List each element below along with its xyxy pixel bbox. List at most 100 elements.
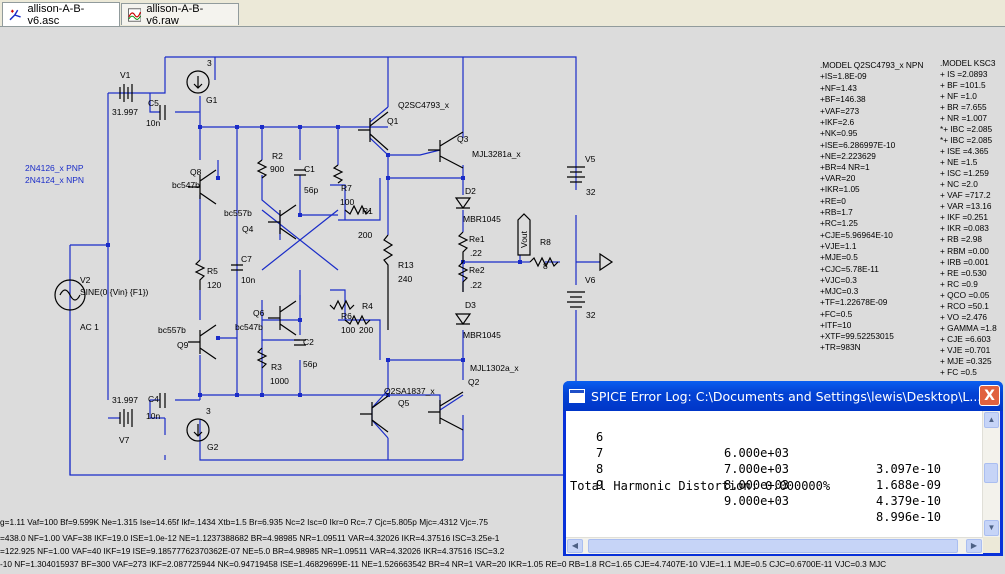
horizontal-scrollbar[interactable]: ◀ ▶ bbox=[566, 537, 983, 554]
model-line: +ISE=6.286997E-10 bbox=[820, 140, 896, 150]
harmonic-number: 7 bbox=[596, 446, 604, 460]
model-line: + RC =0.9 bbox=[940, 279, 978, 289]
harmonic-frequency: 9.000e+03 bbox=[724, 494, 790, 508]
label-r13-val: 240 bbox=[398, 274, 412, 284]
model-line: +RB=1.7 bbox=[820, 207, 853, 217]
model-line: +RE=0 bbox=[820, 196, 846, 206]
label-d3: D3 bbox=[465, 300, 476, 310]
model-line: + VAF =717.2 bbox=[940, 190, 991, 200]
horizontal-scroll-thumb[interactable] bbox=[588, 539, 958, 553]
label-q6-model: bc547b bbox=[235, 322, 263, 332]
model-line: +NK=0.95 bbox=[820, 128, 858, 138]
bottom-model-directives[interactable]: g=1.11 Vaf=100 Bf=9.599K Ne=1.315 Ise=14… bbox=[0, 517, 886, 569]
model-line: +XTF=99.52253015 bbox=[820, 331, 894, 341]
schematic-canvas[interactable]: 3 G1 V1 31.997 C5 10n Q2SC4793_x Q1 Q3 M… bbox=[0, 27, 1005, 574]
thd-line: Total Harmonic Distortion: 0.000000% bbox=[570, 479, 831, 493]
close-button[interactable]: X bbox=[979, 385, 1000, 406]
label-v1: V1 bbox=[120, 70, 131, 80]
model-line: + NR =1.007 bbox=[940, 113, 987, 123]
model-line: +NF=1.43 bbox=[820, 83, 857, 93]
label-v6: V6 bbox=[585, 275, 596, 285]
log-row: 6 6.000e+03 3.097e-10 bbox=[566, 413, 941, 476]
label-r5: R5 bbox=[207, 266, 218, 276]
vertical-scroll-thumb[interactable] bbox=[984, 463, 998, 483]
label-q2-model: MJL1302a_x bbox=[470, 363, 519, 373]
label-q2: Q2 bbox=[468, 377, 480, 387]
label-q4: Q4 bbox=[242, 224, 254, 234]
spice-error-log-window[interactable]: SPICE Error Log: C:\Documents and Settin… bbox=[563, 381, 1003, 556]
model-line: +VAF=273 bbox=[820, 106, 859, 116]
label-c4-val: 10n bbox=[146, 411, 160, 421]
resize-grip-icon[interactable] bbox=[983, 537, 1000, 553]
label-r3-val: 1000 bbox=[270, 376, 289, 386]
model-line: + RCO =50.1 bbox=[940, 301, 989, 311]
model-line: -10 NF=1.304015937 BF=300 VAF=273 IKF=2.… bbox=[0, 559, 886, 569]
label-r1-val: 200 bbox=[358, 230, 372, 240]
log-row: 9 9.000e+03 8.996e-10 bbox=[566, 461, 941, 524]
window-titlebar[interactable]: SPICE Error Log: C:\Documents and Settin… bbox=[563, 381, 1003, 411]
sine-source-v2 bbox=[54, 279, 86, 311]
model-line: +BR=4 NR=1 bbox=[820, 162, 870, 172]
note-npn: 2N4124_x NPN bbox=[25, 175, 84, 185]
model-line: +FC=0.5 bbox=[820, 309, 853, 319]
model-line: +IKR=1.05 bbox=[820, 184, 860, 194]
label-v2-ac: AC 1 bbox=[80, 322, 99, 332]
vertical-scrollbar[interactable]: ▲ ▼ bbox=[982, 411, 1000, 537]
label-g2-val: 3 bbox=[206, 406, 211, 416]
model-line: +VJE=1.1 bbox=[820, 241, 857, 251]
tab-schematic[interactable]: allison-A-B-v6.asc bbox=[2, 2, 120, 27]
label-r4-val: 200 bbox=[359, 325, 373, 335]
label-r3: R3 bbox=[271, 362, 282, 372]
current-source-g1 bbox=[186, 70, 210, 94]
label-v2-val: SINE(0 {Vin} {F1}) bbox=[80, 287, 149, 297]
current-source-g2 bbox=[186, 418, 210, 442]
model-line: =122.925 NF=1.00 VAF=40 IKF=19 ISE=9.185… bbox=[0, 546, 505, 556]
label-re2: Re2 bbox=[469, 265, 485, 275]
window-icon bbox=[569, 389, 585, 403]
model-line: + IS =2.0893 bbox=[940, 69, 988, 79]
harmonic-frequency: 7.000e+03 bbox=[724, 462, 790, 476]
document-tab-bar: allison-A-B-v6.asc allison-A-B-v6.raw bbox=[0, 0, 1005, 27]
model-line: .MODEL Q2SC4793_x NPN bbox=[820, 60, 923, 70]
label-q9-model: bc557b bbox=[158, 325, 186, 335]
label-r6-val: 100 bbox=[341, 325, 355, 335]
tab-label: allison-A-B-v6.asc bbox=[27, 2, 85, 27]
harmonic-number: 9 bbox=[596, 478, 604, 492]
label-q9: Q9 bbox=[177, 340, 189, 350]
model-line: + ISC =1.259 bbox=[940, 168, 989, 178]
label-c5: C5 bbox=[148, 98, 159, 108]
harmonic-frequency: 8.000e+03 bbox=[724, 478, 790, 492]
model-line: + GAMMA =1.8 bbox=[940, 323, 997, 333]
model-line: + NE =1.5 bbox=[940, 157, 978, 167]
schematic-icon bbox=[9, 9, 21, 20]
label-c1: C1 bbox=[304, 164, 315, 174]
harmonic-value: 1.688e-09 bbox=[876, 478, 942, 492]
label-g2: G2 bbox=[207, 442, 219, 452]
tab-waveform[interactable]: allison-A-B-v6.raw bbox=[121, 2, 239, 27]
label-d2: D2 bbox=[465, 186, 476, 196]
wires bbox=[69, 56, 600, 476]
tab-label: allison-A-B-v6.raw bbox=[146, 2, 204, 27]
scroll-up-arrow-icon[interactable]: ▲ bbox=[984, 412, 999, 428]
model-line: *+ IBC =2.085 bbox=[940, 135, 993, 145]
model-line: + IRB =0.001 bbox=[940, 257, 989, 267]
model-line: + VO =2.476 bbox=[940, 312, 987, 322]
label-re1: Re1 bbox=[469, 234, 485, 244]
model-directive-ksc[interactable]: .MODEL KSC3 + IS =2.0893 + BF =101.5 + N… bbox=[940, 58, 997, 377]
label-r1: R1 bbox=[362, 206, 373, 216]
label-d3-model: MBR1045 bbox=[463, 330, 501, 340]
scroll-down-arrow-icon[interactable]: ▼ bbox=[984, 520, 999, 536]
model-line: +ITF=10 bbox=[820, 320, 852, 330]
log-row: 8 8.000e+03 4.379e-10 bbox=[566, 445, 941, 508]
model-line: *+ IBC =2.085 bbox=[940, 124, 993, 134]
label-r7: R7 bbox=[341, 183, 352, 193]
model-line: + RE =0.530 bbox=[940, 268, 987, 278]
label-r6: R6 bbox=[341, 311, 352, 321]
scroll-left-arrow-icon[interactable]: ◀ bbox=[567, 539, 583, 553]
model-directive-q2sc4793[interactable]: .MODEL Q2SC4793_x NPN +IS=1.8E-09 +NF=1.… bbox=[820, 60, 923, 352]
harmonic-frequency: 6.000e+03 bbox=[724, 446, 790, 460]
model-line: + QCO =0.05 bbox=[940, 290, 990, 300]
label-q6: Q6 bbox=[253, 308, 265, 318]
scroll-right-arrow-icon[interactable]: ▶ bbox=[966, 539, 982, 553]
log-text-area[interactable]: 6 6.000e+03 3.097e-10 7 7.000e+03 1.688e… bbox=[566, 411, 983, 537]
